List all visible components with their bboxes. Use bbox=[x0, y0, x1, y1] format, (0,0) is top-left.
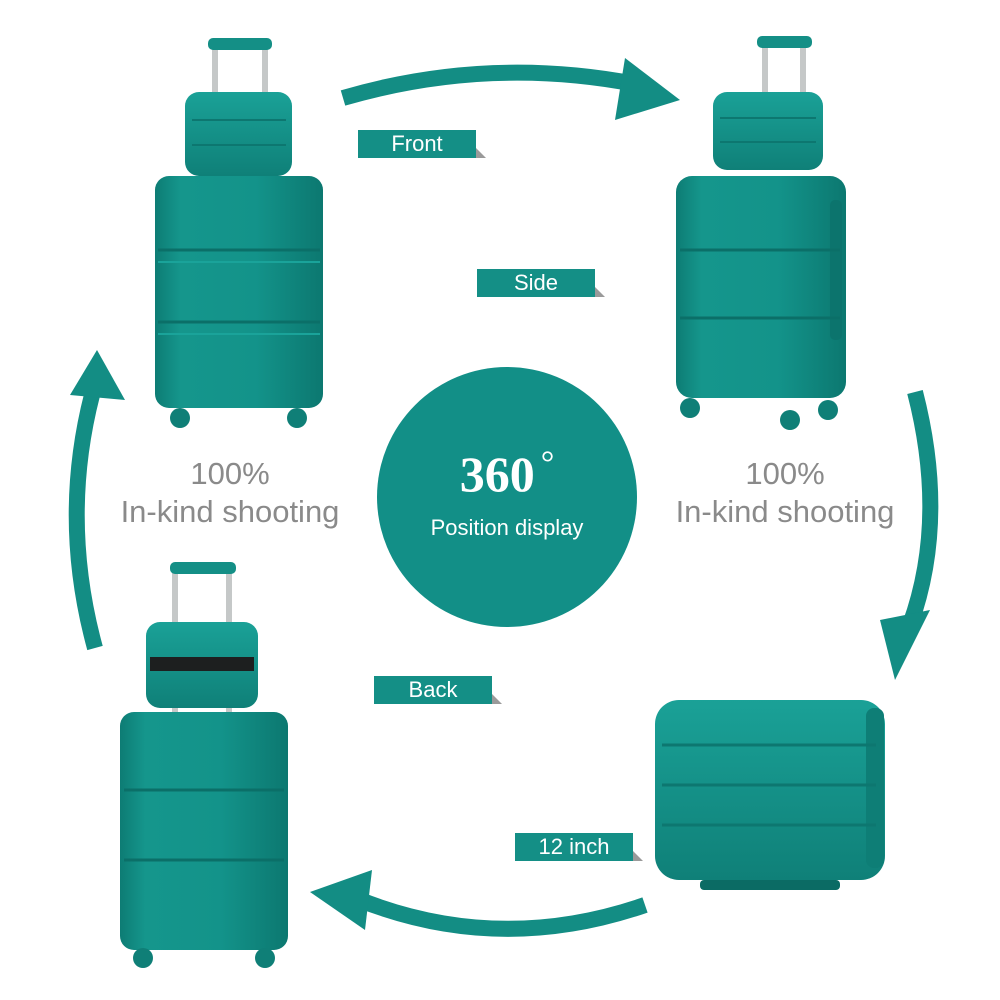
degree-heading: 360° bbox=[377, 445, 637, 503]
side-label: Side bbox=[477, 269, 605, 297]
arrow-top bbox=[340, 58, 680, 120]
left-caption-line1: 100% bbox=[190, 456, 270, 491]
arrow-left bbox=[68, 350, 125, 651]
arrow-bottom bbox=[310, 870, 648, 937]
right-caption: 100% In-kind shooting bbox=[650, 455, 920, 531]
back-label: Back bbox=[374, 676, 502, 704]
degree-value: 360 bbox=[459, 446, 535, 502]
left-caption-line2: In-kind shooting bbox=[120, 494, 340, 529]
luggage-back-view bbox=[120, 562, 288, 968]
front-label: Front bbox=[358, 130, 486, 158]
luggage-side-view bbox=[676, 36, 846, 430]
left-caption: 100% In-kind shooting bbox=[95, 455, 365, 531]
right-caption-line2: In-kind shooting bbox=[675, 494, 895, 529]
luggage-front-view bbox=[155, 38, 323, 428]
degree-symbol: ° bbox=[540, 445, 555, 482]
size-label: 12 inch bbox=[515, 833, 643, 861]
position-display-label: Position display bbox=[430, 515, 584, 540]
right-caption-line1: 100% bbox=[745, 456, 825, 491]
vanity-case-12-inch bbox=[655, 700, 885, 890]
center-badge: 360° Position display bbox=[377, 367, 637, 627]
arrow-right bbox=[880, 390, 939, 680]
